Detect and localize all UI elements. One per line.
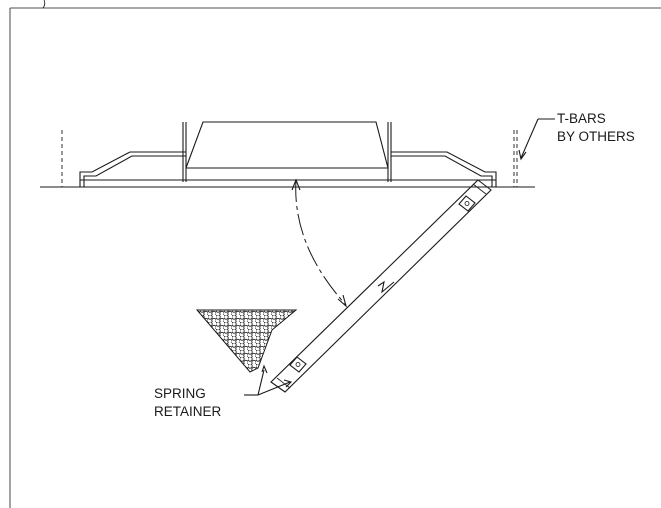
t-bars-label-line1: T-BARS xyxy=(557,111,606,126)
swing-arrow-bottom xyxy=(337,294,348,308)
spring-retainer-label-line1: SPRING xyxy=(154,386,206,401)
door-latch-upper xyxy=(458,195,476,212)
spring-retainer-leader xyxy=(244,364,293,396)
spring-retainer-label-line2: RETAINER xyxy=(154,404,222,419)
frame-border xyxy=(9,0,661,508)
swing-arrow-top xyxy=(291,178,301,191)
t-bars-leader xyxy=(518,118,555,161)
hinged-door-panel xyxy=(270,179,492,393)
t-bars-label-line2: BY OTHERS xyxy=(557,129,635,144)
swing-arc xyxy=(295,179,347,306)
diffuser-body xyxy=(79,121,497,188)
door-latch-lower xyxy=(289,356,307,373)
filter-media-hatch xyxy=(195,309,298,373)
t-bar-right xyxy=(513,130,518,187)
